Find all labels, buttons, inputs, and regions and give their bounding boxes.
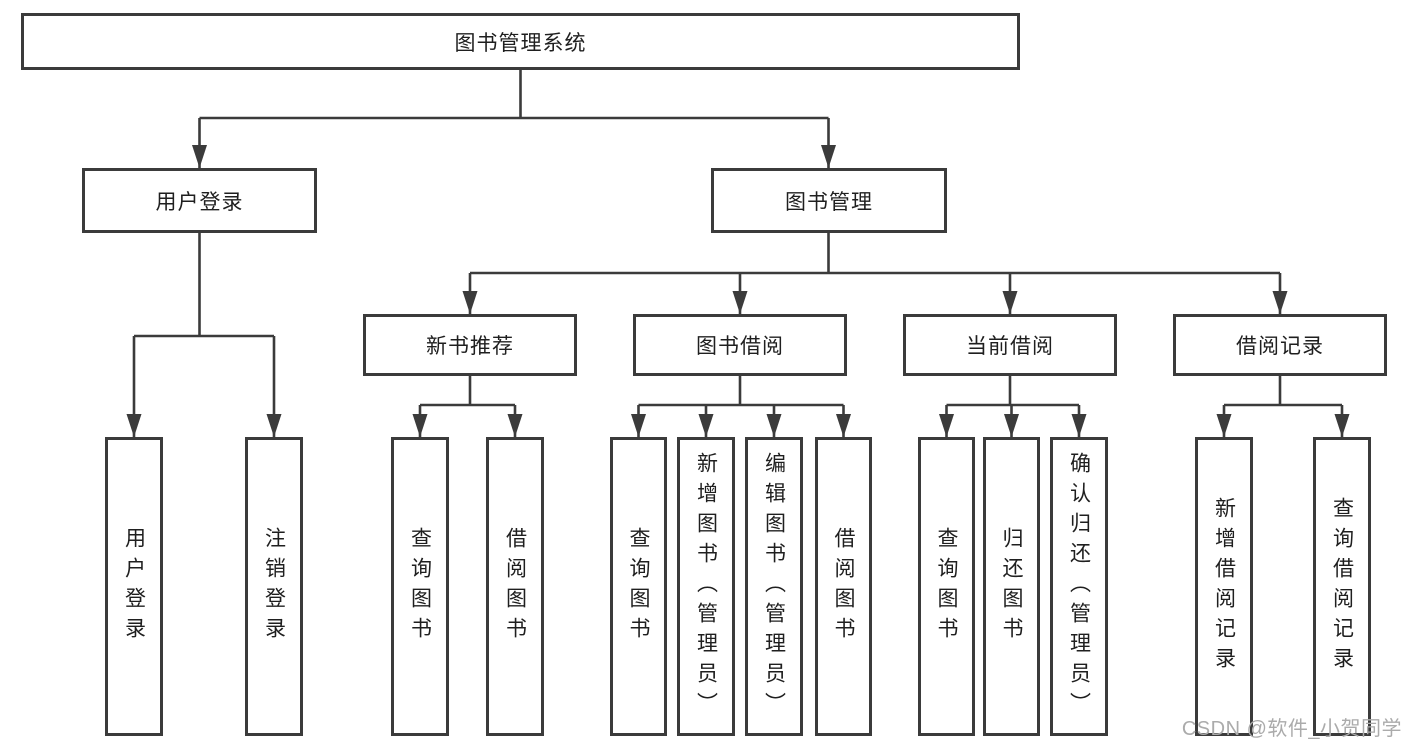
arrowhead-icon bbox=[631, 414, 646, 437]
arrowhead-icon bbox=[1002, 291, 1018, 314]
leaf-add-books-admin-label: 新增图书（管理员） bbox=[694, 451, 718, 722]
arrowhead-icon bbox=[1071, 414, 1087, 437]
arrowhead-icon bbox=[1272, 291, 1288, 314]
leaf-logout-label: 注销登录 bbox=[262, 526, 286, 647]
leaf-add-borrow-record-label: 新增借阅记录 bbox=[1212, 496, 1236, 677]
node-root-label: 图书管理系统 bbox=[454, 31, 587, 55]
arrowhead-icon bbox=[698, 414, 714, 437]
node-current-borrow-label: 当前借阅 bbox=[966, 335, 1054, 358]
leaf-confirm-return-admin: 确认归还（管理员） bbox=[1050, 437, 1108, 736]
leaf-query-books-3: 查询图书 bbox=[918, 437, 975, 736]
leaf-user-login: 用户登录 bbox=[105, 437, 163, 736]
leaf-borrow-books-2: 借阅图书 bbox=[815, 437, 872, 736]
node-user-login: 用户登录 bbox=[82, 168, 317, 233]
leaf-query-borrow-record: 查询借阅记录 bbox=[1313, 437, 1371, 736]
node-book-management: 图书管理 bbox=[711, 168, 947, 233]
arrowhead-icon bbox=[1216, 414, 1232, 437]
arrowhead-icon bbox=[836, 414, 851, 437]
leaf-add-borrow-record: 新增借阅记录 bbox=[1195, 437, 1253, 736]
arrowhead-icon bbox=[821, 145, 836, 168]
node-current-borrow: 当前借阅 bbox=[903, 314, 1117, 376]
csdn-watermark: CSDN @软件_小贺同学 bbox=[1181, 718, 1402, 740]
leaf-query-borrow-record-label: 查询借阅记录 bbox=[1330, 496, 1354, 677]
node-user-login-label: 用户登录 bbox=[155, 190, 244, 214]
node-root: 图书管理系统 bbox=[21, 13, 1020, 70]
node-new-book-recommend: 新书推荐 bbox=[363, 314, 577, 376]
leaf-borrow-books-1: 借阅图书 bbox=[486, 437, 544, 736]
node-borrow-records-label: 借阅记录 bbox=[1236, 335, 1324, 358]
leaf-query-books-2: 查询图书 bbox=[610, 437, 667, 736]
leaf-query-books-1-label: 查询图书 bbox=[408, 526, 432, 647]
leaf-return-books-label: 归还图书 bbox=[1000, 526, 1024, 647]
leaf-query-books-1: 查询图书 bbox=[391, 437, 449, 736]
arrowhead-icon bbox=[462, 291, 478, 314]
arrowhead-icon bbox=[412, 414, 428, 437]
leaf-return-books: 归还图书 bbox=[983, 437, 1040, 736]
arrowhead-icon bbox=[732, 291, 748, 314]
arrowhead-icon bbox=[507, 414, 523, 437]
arrowhead-icon bbox=[939, 414, 954, 437]
leaf-edit-books-admin-label: 编辑图书（管理员） bbox=[762, 451, 786, 722]
leaf-user-login-label: 用户登录 bbox=[122, 526, 146, 647]
arrowhead-icon bbox=[1334, 414, 1350, 437]
leaf-query-books-3-label: 查询图书 bbox=[935, 526, 959, 647]
arrowhead-icon bbox=[1004, 414, 1019, 437]
leaf-logout: 注销登录 bbox=[245, 437, 303, 736]
arrowhead-icon bbox=[266, 414, 282, 437]
node-book-borrow: 图书借阅 bbox=[633, 314, 847, 376]
node-borrow-records: 借阅记录 bbox=[1173, 314, 1387, 376]
node-book-management-label: 图书管理 bbox=[785, 190, 873, 214]
node-book-borrow-label: 图书借阅 bbox=[696, 335, 784, 358]
arrowhead-icon bbox=[126, 414, 142, 437]
leaf-query-books-2-label: 查询图书 bbox=[627, 526, 651, 647]
arrowhead-icon bbox=[766, 414, 782, 437]
arrowhead-icon bbox=[192, 145, 207, 168]
leaf-edit-books-admin: 编辑图书（管理员） bbox=[745, 437, 803, 736]
leaf-confirm-return-admin-label: 确认归还（管理员） bbox=[1067, 451, 1091, 722]
leaf-borrow-books-2-label: 借阅图书 bbox=[832, 526, 856, 647]
leaf-add-books-admin: 新增图书（管理员） bbox=[677, 437, 735, 736]
leaf-borrow-books-1-label: 借阅图书 bbox=[503, 526, 527, 647]
node-new-book-recommend-label: 新书推荐 bbox=[426, 335, 514, 358]
